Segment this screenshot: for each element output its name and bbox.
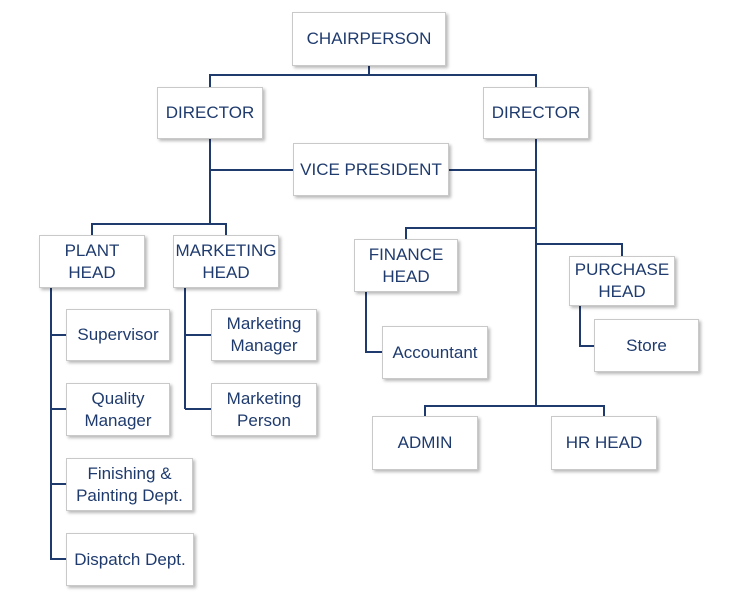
node-director-right: DIRECTOR [483,87,589,139]
node-label: HR HEAD [565,433,643,452]
connector-purchase [536,243,623,256]
node-label: Finishing & Painting Dept. [76,463,183,505]
node-label: CHAIRPERSON [306,29,432,48]
node-chairperson: CHAIRPERSON [292,12,446,66]
node-label: DIRECTOR [165,103,255,122]
node-dispatch-dept: Dispatch Dept. [66,533,194,586]
node-label: Quality Manager [84,388,152,430]
node-store: Store [594,319,699,372]
node-accountant: Accountant [382,326,488,379]
node-label: Supervisor [77,325,159,344]
node-label: MARKETING HEAD [175,240,277,282]
node-label: VICE PRESIDENT [300,159,442,179]
node-admin: ADMIN [372,416,478,470]
node-label: Accountant [392,342,478,362]
node-label: ADMIN [397,433,453,452]
connector-accountant [365,292,382,353]
node-finance-head: FINANCE HEAD [354,239,458,292]
node-plant-head: PLANT HEAD [39,235,145,288]
node-label: Dispatch Dept. [74,549,186,569]
connector-marketing-children [184,288,211,410]
connector-store [579,306,594,347]
node-purchase-head: PURCHASE HEAD [569,256,675,306]
node-quality-manager: Quality Manager [66,383,170,436]
node-hr-head: HR HEAD [551,416,657,470]
node-label: Store [626,335,667,355]
node-vice-president: VICE PRESIDENT [293,143,449,196]
connector-plant-children [50,288,66,560]
node-marketing-manager: Marketing Manager [211,309,317,361]
node-marketing-head: MARKETING HEAD [173,235,279,288]
node-director-left: DIRECTOR [157,87,263,139]
node-label: PURCHASE HEAD [574,260,670,301]
connector-finance [405,227,536,239]
node-label: Marketing Person [226,388,302,430]
connector-chair-directors [209,66,537,87]
node-supervisor: Supervisor [66,309,170,361]
node-label: DIRECTOR [491,103,581,122]
node-marketing-person: Marketing Person [211,383,317,436]
connector-admin-hr [424,405,605,416]
connector-plant-marketing [91,223,227,235]
node-finishing-painting-dept: Finishing & Painting Dept. [66,458,193,511]
node-label: Marketing Manager [226,314,302,355]
node-label: FINANCE HEAD [368,244,444,286]
node-label: PLANT HEAD [64,240,120,282]
